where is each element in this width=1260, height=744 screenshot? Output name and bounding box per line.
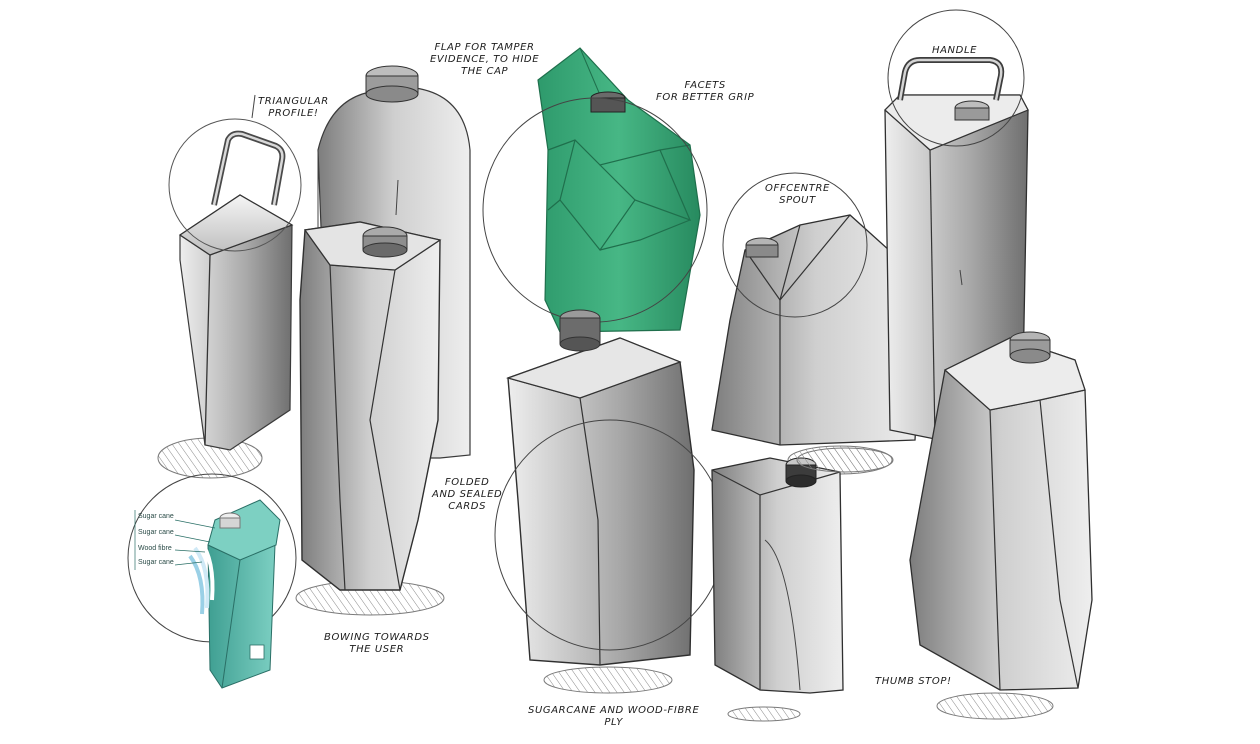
annotation-handle: HANDLE: [932, 45, 978, 56]
annotation-sugarcane-ply: SUGARCANE AND WOOD-FIBRE PLY: [528, 705, 700, 728]
package-bowed-box: [494, 309, 726, 694]
annotation-thumb-stop: THUMB STOP!: [875, 676, 952, 687]
annotation-tamper-flap: FLAP FOR TAMPER EVIDENCE, TO HIDE THE CA…: [430, 42, 540, 77]
package-green-faceted: [482, 47, 708, 333]
pencil-marks: [251, 94, 963, 286]
package-small-cube: [711, 447, 894, 722]
package-teal-layers: Sugar cane Sugar cane Wood fibre Sugar c…: [127, 473, 297, 689]
layer-label-3: Wood fibre: [138, 545, 172, 552]
layer-callouts: Sugar cane Sugar cane Wood fibre Sugar c…: [134, 510, 216, 570]
layer-label-2: Sugar cane: [138, 529, 174, 536]
package-faceted-twist: [295, 221, 445, 616]
layer-label-1: Sugar cane: [138, 513, 174, 520]
annotation-bowing: BOWING TOWARDS THE USER: [324, 632, 430, 655]
package-thumb-stop: [909, 331, 1093, 720]
annotation-triangular-profile: TRIANGULAR PROFILE!: [258, 96, 329, 119]
annotation-offcentre-spout: OFFCENTRE SPOUT: [765, 183, 830, 206]
annotation-facets: FACETS FOR BETTER GRIP: [656, 80, 755, 103]
package-triangular-handle: [157, 118, 302, 479]
annotation-folded-cards: FOLDED AND SEALED CARDS: [432, 477, 503, 512]
layer-label-4: Sugar cane: [138, 559, 174, 566]
